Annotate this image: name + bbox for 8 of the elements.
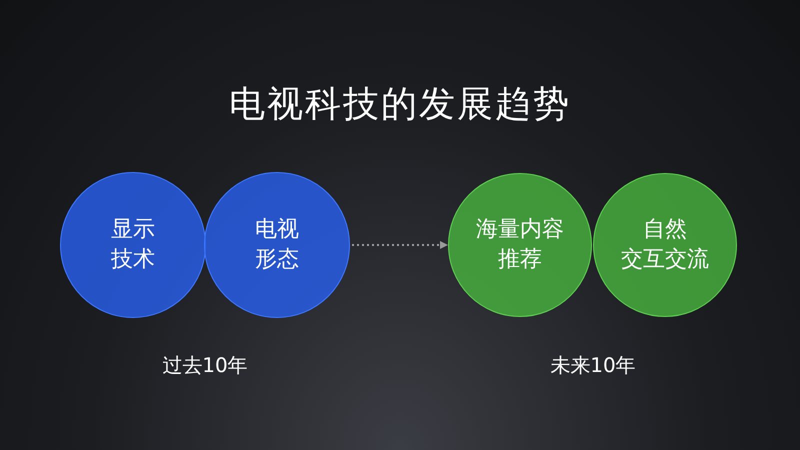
circle-label: 自然交互交流 <box>621 216 709 274</box>
period-caption: 未来10年 <box>549 352 637 379</box>
circle-label: 海量内容推荐 <box>476 216 564 274</box>
dotted-arrow <box>352 241 448 249</box>
circle-label: 电视形态 <box>255 216 299 274</box>
period-caption: 过去10年 <box>161 352 249 379</box>
circle-label: 显示技术 <box>111 216 155 274</box>
slide-title: 电视科技的发展趋势 <box>228 83 572 127</box>
